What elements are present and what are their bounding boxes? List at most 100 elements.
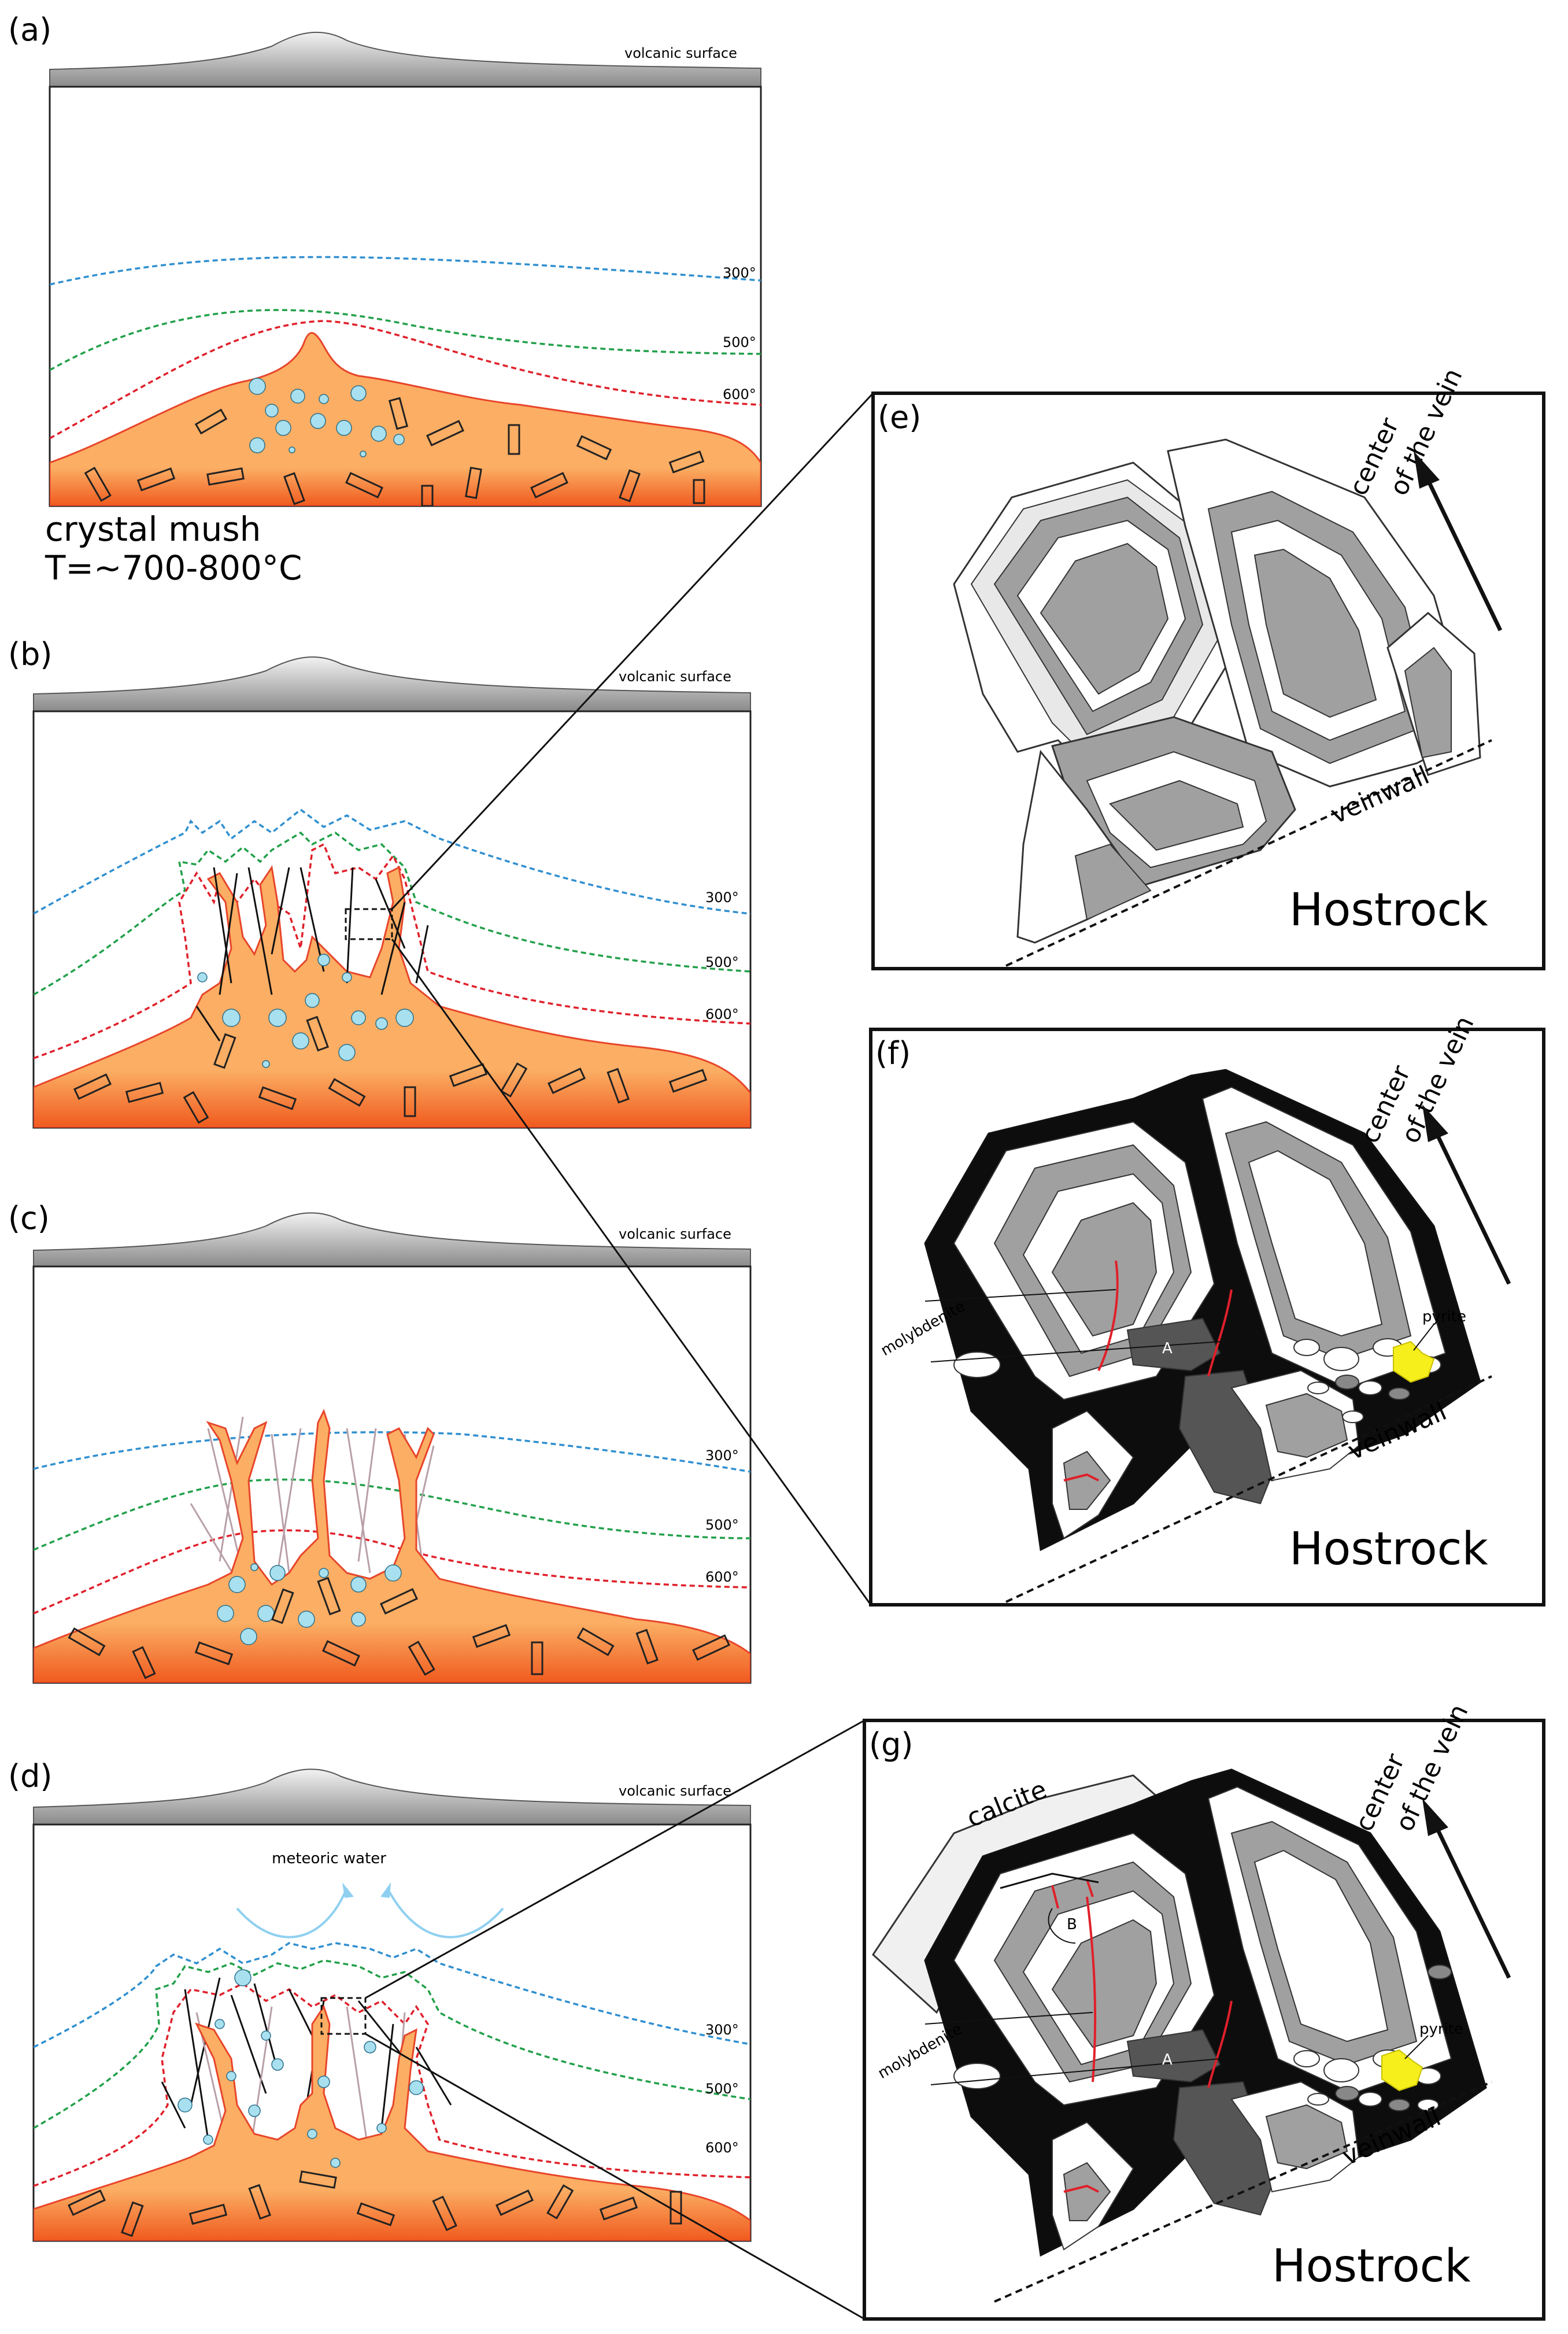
panel-d: (d) volcanic surface meteoric water — [8, 1758, 752, 2242]
surface-label: volcanic surface — [619, 1226, 731, 1242]
crystals — [68, 1576, 730, 1679]
rim-band-grey2 — [1051, 1202, 1157, 1337]
iso-500-label: 500° — [705, 2081, 739, 2097]
center-arrow — [1432, 1820, 1511, 1979]
meteoric-arrow-right — [380, 1882, 391, 1898]
fractures — [195, 867, 429, 1042]
center-arrow — [1432, 1127, 1511, 1285]
iso-600-label: 600° — [705, 2140, 739, 2156]
fracture-B — [1000, 1873, 1099, 1889]
crystal-right-small-band — [1404, 647, 1452, 759]
zoom-box-d — [320, 1997, 367, 2035]
veinwall-line — [1005, 739, 1492, 967]
crystal-mush — [34, 2004, 750, 2241]
panel-a-label: (a) — [8, 12, 51, 48]
isotherm-300 — [34, 1942, 750, 2048]
temperature-label: T=~700-800°C — [45, 548, 302, 588]
panel-a: (a) volcanic surface — [8, 12, 762, 588]
bubbles — [177, 1969, 424, 2168]
rim-right-white — [1248, 1150, 1383, 1337]
iso-300-label: 300° — [705, 889, 739, 906]
veinwall-line — [994, 2081, 1492, 2303]
bubbles — [249, 378, 405, 457]
volcanic-surface — [49, 31, 761, 87]
isotherm-500 — [34, 831, 750, 996]
meteoric-flow-right — [386, 1888, 504, 1938]
molybdenite-veinlets — [1063, 1260, 1233, 1482]
volcanic-surface — [33, 1212, 751, 1267]
meteoric-flow-left — [236, 1888, 348, 1938]
zoom-box-b — [345, 908, 393, 940]
pyrite — [1393, 1340, 1435, 1383]
crystal-bottom-band2 — [1109, 780, 1244, 851]
isotherm-500 — [34, 1959, 750, 2129]
surface-label: volcanic surface — [619, 669, 731, 685]
mineral-A-label: A — [1162, 1340, 1173, 1357]
angle-arc-B — [1048, 1908, 1076, 1944]
bubbles — [217, 1563, 402, 1645]
panel-c: (c) volcanic surface — [8, 1200, 752, 1684]
crystals — [68, 2170, 682, 2237]
pyrite-pointer — [1404, 2035, 1429, 2059]
pyrite-label: pyrite — [1422, 1308, 1466, 1325]
mineral-A — [1126, 2029, 1221, 2083]
rim-band-grey2 — [1051, 1919, 1157, 2048]
crystal-mush — [34, 1409, 750, 1683]
bottom-crystal-grey — [1265, 2104, 1348, 2170]
left-crystal-grey — [1063, 1450, 1111, 1510]
isotherm-300 — [34, 1431, 750, 1473]
pyrite — [1381, 2049, 1423, 2092]
center-arrow — [1423, 473, 1503, 631]
iso-500-label: 500° — [705, 1517, 739, 1533]
crystal-band-grey2 — [1040, 542, 1169, 695]
mineral-A-label: A — [1162, 2051, 1173, 2069]
iso-500-label: 500° — [723, 334, 756, 350]
surface-label: volcanic surface — [624, 45, 737, 61]
panel-c-label: (c) — [8, 1200, 50, 1236]
crystal-right-band3 — [1253, 548, 1377, 718]
iso-600-label: 600° — [705, 1569, 739, 1585]
molybdenite-pointer-1 — [924, 2012, 1093, 2025]
hostrock-label: Hostrock — [1289, 1523, 1488, 1575]
pyrite-pointer — [1413, 1324, 1434, 1351]
bottom-crystal-grey — [1265, 1393, 1348, 1458]
label-B: B — [1067, 1916, 1077, 1933]
isotherm-600 — [50, 320, 761, 440]
crystals — [84, 397, 705, 506]
molybdenite-veinlets — [1051, 1879, 1233, 2193]
molybdenite-pointer-2 — [930, 2058, 1221, 2085]
iso-300-label: 300° — [705, 2022, 739, 2038]
panel-f-label: (f) — [875, 1035, 911, 1072]
hostrock-label: Hostrock — [1272, 2240, 1471, 2292]
crystal-mush-label: crystal mush — [45, 509, 261, 549]
isotherm-600 — [34, 1529, 750, 1615]
isotherm-500 — [50, 309, 761, 371]
panel-g: (g) — [863, 1700, 1545, 2321]
panel-b: (b) volcanic surface — [8, 636, 752, 1129]
grey-vugs — [1335, 1964, 1452, 2111]
pyrite-label: pyrite — [1419, 2021, 1463, 2038]
panel-e: (e) veinwall Hostrock center of the vein — [871, 364, 1545, 970]
iso-500-label: 500° — [705, 954, 739, 970]
isotherm-600 — [34, 1982, 750, 2187]
iso-300-label: 300° — [723, 265, 756, 281]
isotherm-600 — [34, 843, 750, 1059]
panel-d-label: (d) — [8, 1758, 52, 1794]
volcanic-surface — [33, 656, 751, 712]
grey-vugs — [1335, 1375, 1410, 1400]
surface-label: volcanic surface — [619, 1783, 731, 1799]
center-arrowhead — [1422, 1105, 1448, 1142]
molybdenite-pointer-2 — [930, 1341, 1221, 1362]
isotherm-300 — [50, 256, 761, 286]
veinwall-line — [1005, 1375, 1492, 1603]
hostrock-label: Hostrock — [1289, 884, 1488, 936]
zoom-connectors — [365, 392, 874, 2320]
iso-600-label: 600° — [723, 386, 756, 402]
volcanic-surface — [33, 1768, 751, 1825]
center-arrowhead — [1414, 451, 1440, 489]
iso-600-label: 600° — [705, 1006, 739, 1022]
iso-300-label: 300° — [705, 1447, 739, 1464]
bubbles — [197, 954, 414, 1068]
isotherm-500 — [34, 1478, 750, 1551]
